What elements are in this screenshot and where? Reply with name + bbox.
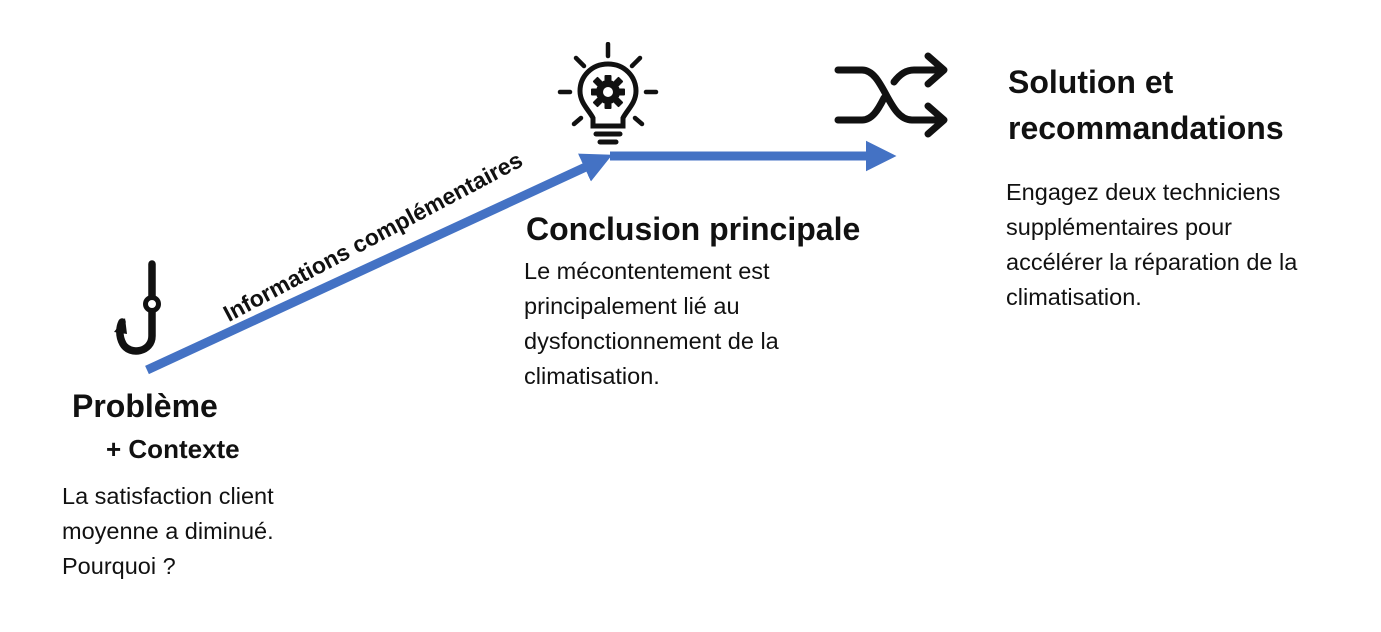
solution-line: climatisation. <box>1006 284 1142 310</box>
solution-line: supplémentaires pour <box>1006 214 1232 240</box>
problem-line: La satisfaction client <box>62 483 274 509</box>
solution-line: Engagez deux techniciens <box>1006 179 1281 205</box>
problem-title: Problème <box>72 388 218 424</box>
problem-subtitle: + Contexte <box>106 434 240 464</box>
solution-line: accélérer la réparation de la <box>1006 249 1298 275</box>
lightbulb-gear-icon <box>557 42 659 145</box>
conclusion-line: Le mécontentement est <box>524 258 770 284</box>
solution-title-line: Solution et <box>1008 64 1174 100</box>
conclusion-line: principalement lié au <box>524 293 740 319</box>
solution-description: Engagez deux techniciens supplémentaires… <box>1006 175 1297 315</box>
solution-title-line: recommandations <box>1008 110 1284 146</box>
conclusion-description: Le mécontentement est principalement lié… <box>524 254 779 394</box>
solution-title: Solution et recommandations <box>1008 59 1284 151</box>
conclusion-line: dysfonctionnement de la <box>524 328 779 354</box>
problem-line: moyenne a diminué. <box>62 518 274 544</box>
problem-line: Pourquoi ? <box>62 553 176 579</box>
conclusion-line: climatisation. <box>524 363 660 389</box>
fish-hook-icon <box>114 260 161 355</box>
shuffle-arrows-icon <box>834 52 948 138</box>
problem-description: La satisfaction client moyenne a diminué… <box>62 479 274 584</box>
conclusion-title: Conclusion principale <box>526 211 861 247</box>
diagonal-arrow <box>145 153 613 375</box>
